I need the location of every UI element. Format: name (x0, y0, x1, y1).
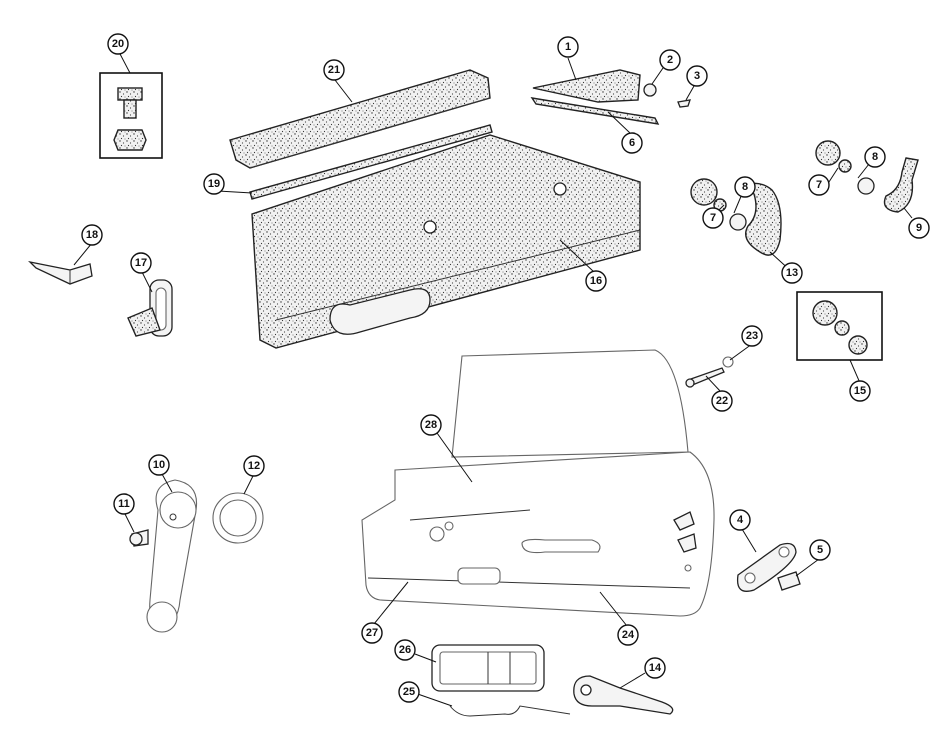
svg-text:24: 24 (622, 629, 635, 641)
callout-21: 21 (323, 59, 345, 81)
bolt-nut-box (99, 72, 163, 159)
callout-22: 22 (711, 390, 733, 412)
callout-8b: 8 (864, 146, 886, 168)
svg-text:27: 27 (366, 627, 378, 639)
callout-7a: 7 (702, 207, 724, 229)
door-handle-group-9 (815, 140, 919, 213)
svg-text:12: 12 (248, 460, 260, 472)
callout-16: 16 (585, 270, 607, 292)
nut-part-2 (643, 83, 657, 97)
svg-text:4: 4 (737, 514, 744, 526)
svg-text:22: 22 (716, 395, 728, 407)
callout-20: 20 (107, 33, 129, 55)
svg-text:21: 21 (328, 64, 340, 76)
callout-25: 25 (398, 681, 420, 703)
svg-text:13: 13 (786, 267, 798, 279)
fixing-kit-box (796, 291, 883, 361)
svg-text:1: 1 (565, 41, 571, 53)
callout-11: 11 (113, 493, 135, 515)
callout-24: 24 (617, 624, 639, 646)
capping-rail-part (229, 69, 491, 169)
callout-6: 6 (621, 132, 643, 154)
callout-26: 26 (394, 639, 416, 661)
seal-strip-part (249, 124, 493, 200)
svg-text:19: 19 (208, 178, 220, 190)
svg-text:20: 20 (112, 38, 124, 50)
callout-27: 27 (361, 622, 383, 644)
callout-17: 17 (130, 252, 152, 274)
handle-surround-part-26 (431, 644, 545, 692)
svg-text:15: 15 (854, 385, 866, 397)
svg-text:3: 3 (694, 70, 700, 82)
svg-text:6: 6 (629, 137, 635, 149)
svg-text:16: 16 (590, 275, 602, 287)
svg-text:8: 8 (872, 151, 878, 163)
callout-7b: 7 (808, 174, 830, 196)
bracket-part-4 (736, 542, 797, 592)
callout-15: 15 (849, 380, 871, 402)
screw-part-5 (777, 571, 801, 591)
svg-text:25: 25 (403, 686, 415, 698)
lever-handle-part-14 (573, 675, 674, 715)
svg-text:23: 23 (746, 330, 758, 342)
svg-text:2: 2 (667, 54, 673, 66)
clip-part-17 (127, 279, 173, 337)
clip-part-18 (28, 260, 93, 285)
callout-4: 4 (729, 509, 751, 531)
escutcheon-part-12 (212, 492, 264, 544)
pin-part-22 (685, 367, 725, 388)
svg-text:26: 26 (399, 644, 411, 656)
callout-13: 13 (781, 262, 803, 284)
svg-text:8: 8 (742, 181, 748, 193)
svg-text:5: 5 (817, 544, 823, 556)
svg-text:11: 11 (118, 498, 130, 510)
svg-text:10: 10 (153, 459, 165, 471)
svg-text:14: 14 (649, 662, 662, 674)
screw-part-11 (129, 529, 149, 547)
svg-text:7: 7 (816, 179, 822, 191)
spring-rod-part-25 (449, 705, 571, 717)
pocket-part (530, 69, 660, 125)
callout-14: 14 (644, 657, 666, 679)
door-assembly (361, 349, 715, 617)
door-handle-group-13 (690, 178, 782, 256)
callouts: 1 2 3 4 5 6 7 7 8 8 9 10 11 12 13 14 15 … (81, 33, 930, 703)
svg-text:17: 17 (135, 257, 147, 269)
screw-part-3 (677, 99, 691, 108)
svg-text:7: 7 (710, 212, 716, 224)
callout-18: 18 (81, 224, 103, 246)
callout-9: 9 (908, 217, 930, 239)
callout-19: 19 (203, 173, 225, 195)
svg-text:28: 28 (425, 419, 437, 431)
window-winder-part-10 (146, 479, 198, 633)
door-casing-part (251, 134, 641, 349)
callout-28: 28 (420, 414, 442, 436)
callout-5: 5 (809, 539, 831, 561)
callout-10: 10 (148, 454, 170, 476)
callout-12: 12 (243, 455, 265, 477)
callout-1: 1 (557, 36, 579, 58)
callout-8a: 8 (734, 176, 756, 198)
callout-3: 3 (686, 65, 708, 87)
callout-2: 2 (659, 49, 681, 71)
svg-text:18: 18 (86, 229, 98, 241)
callout-23: 23 (741, 325, 763, 347)
svg-text:9: 9 (916, 222, 922, 234)
